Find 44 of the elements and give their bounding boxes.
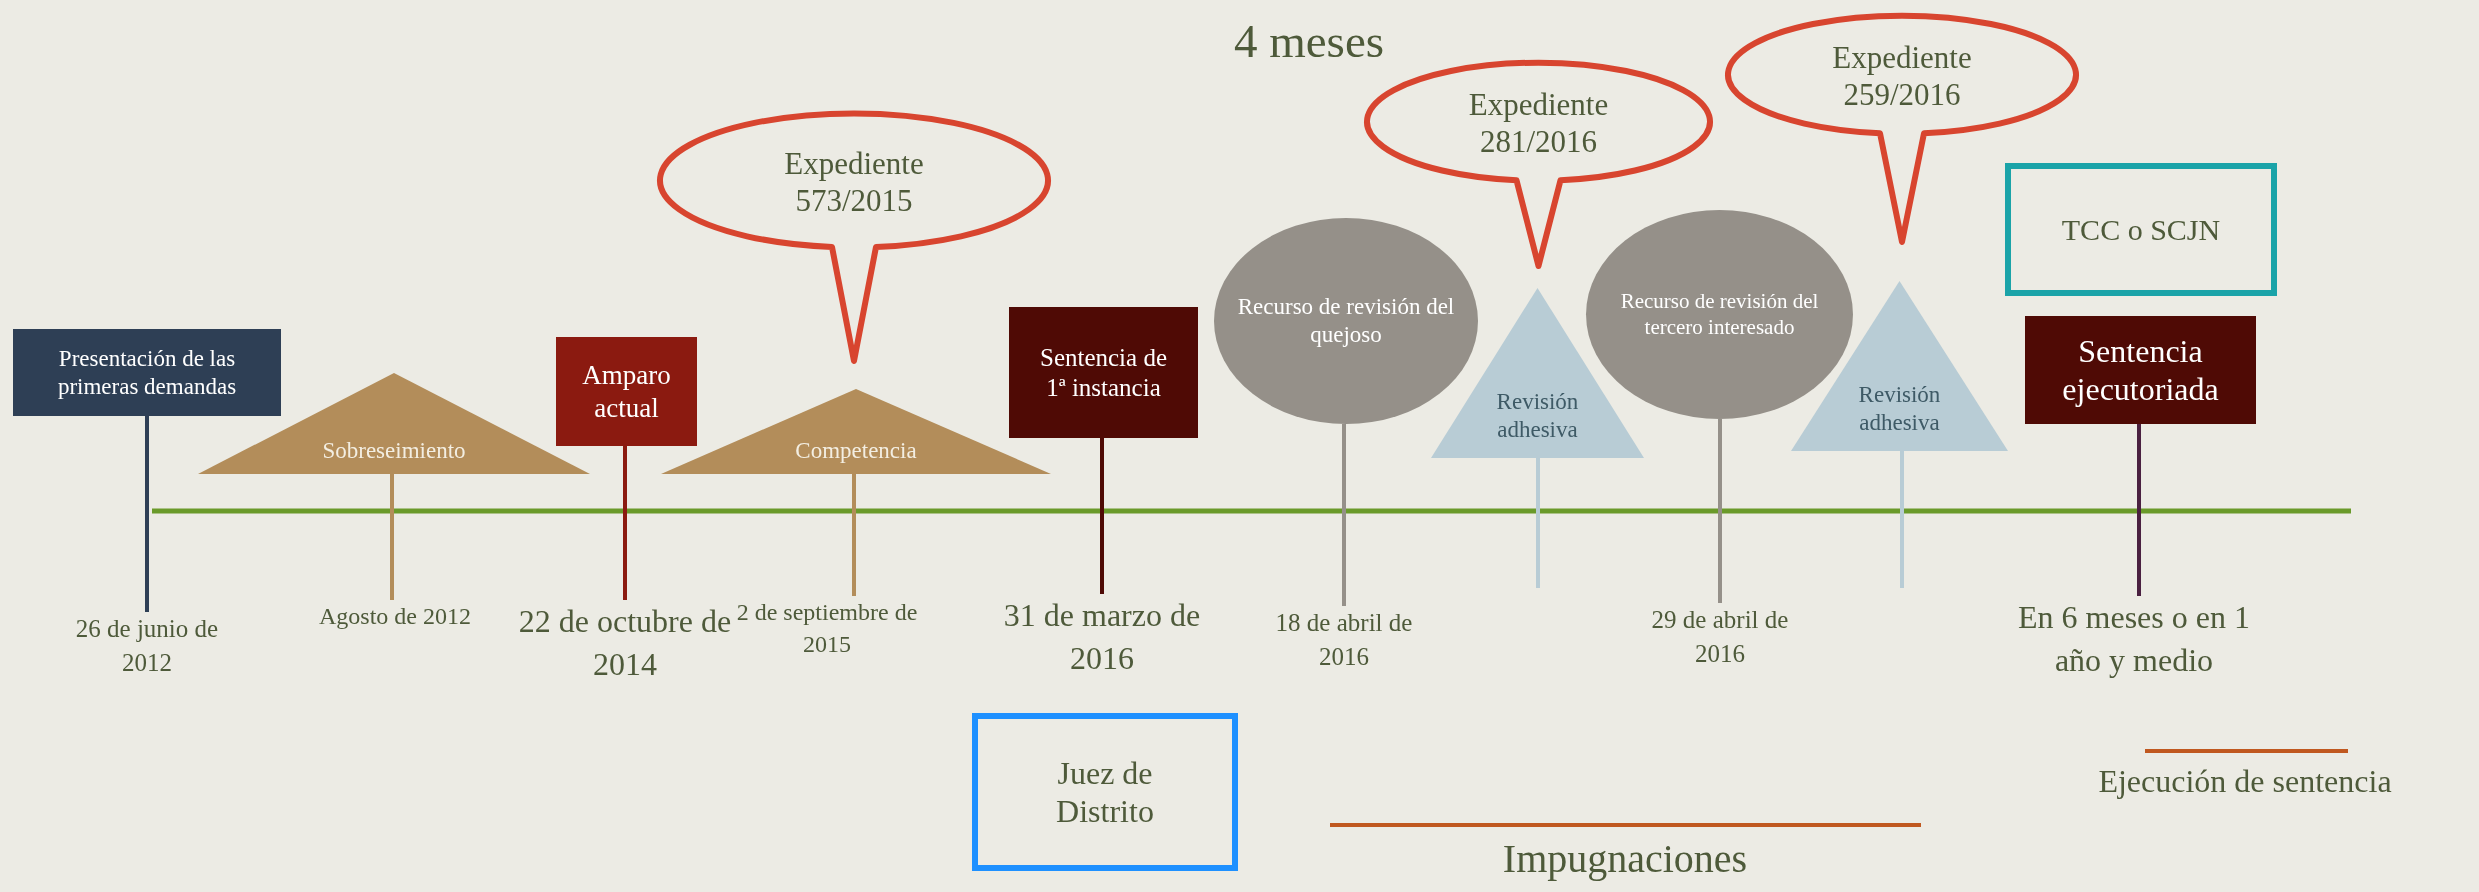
pin-stem	[145, 416, 149, 612]
duration-label: 4 meses	[1232, 14, 1386, 69]
date-label: 2 de septiembre de 2015	[732, 596, 922, 661]
pin-stem	[1342, 424, 1346, 606]
legend-text: Impugnaciones	[1501, 837, 1749, 881]
event-text: Revisión adhesiva	[1857, 380, 1942, 437]
event-text: Juez de Distrito	[1055, 753, 1155, 831]
event-box	[1009, 307, 1198, 438]
event-ellipse	[1214, 218, 1478, 424]
event-text: Sentencia ejecutoriada	[2061, 331, 2220, 409]
stage-box	[2005, 163, 2277, 296]
event-ellipse	[1586, 210, 1853, 419]
event-text: Revisión adhesiva	[1495, 387, 1580, 444]
event-text: Expediente 259/2016	[1831, 38, 1973, 114]
pin-stem	[852, 474, 856, 596]
date-label: Agosto de 2012	[280, 600, 510, 633]
speech-bubble	[1363, 60, 1714, 269]
pin-stem	[2137, 424, 2141, 596]
event-box	[13, 329, 281, 416]
pin-stem	[1536, 458, 1540, 588]
date-label: 18 de abril de 2016	[1269, 606, 1419, 674]
pin-stem	[623, 446, 627, 600]
event-text: Recurso de revisión del quejoso	[1236, 293, 1456, 349]
event-text: Competencia	[794, 436, 918, 465]
date-label: 29 de abril de 2016	[1645, 603, 1795, 671]
pin-stem	[390, 474, 394, 600]
legend-text: Ejecución de sentencia	[2097, 764, 2393, 800]
event-text: TCC o SCJN	[2060, 211, 2222, 248]
pin-stem	[1718, 419, 1722, 603]
event-text: Expediente 281/2016	[1467, 85, 1610, 161]
date-label: 26 de junio de 2012	[72, 612, 222, 680]
pin-stem	[1900, 451, 1904, 588]
event-box	[2025, 316, 2256, 424]
date-label: En 6 meses o en 1 año y medio	[1994, 596, 2274, 683]
event-text: Expediente 573/2015	[783, 144, 925, 220]
date-label: 31 de marzo de 2016	[1002, 594, 1202, 681]
event-text: Amparo actual	[581, 359, 672, 425]
event-text: Sobreseimiento	[321, 437, 467, 466]
pin-stem	[1100, 438, 1104, 594]
event-box	[556, 337, 697, 446]
stage-box	[972, 713, 1238, 871]
event-text: Presentación de las primeras demandas	[56, 344, 238, 401]
event-text: Sentencia de 1ª instancia	[1039, 342, 1168, 403]
event-text: Recurso de revisión del tercero interesado	[1619, 288, 1820, 341]
